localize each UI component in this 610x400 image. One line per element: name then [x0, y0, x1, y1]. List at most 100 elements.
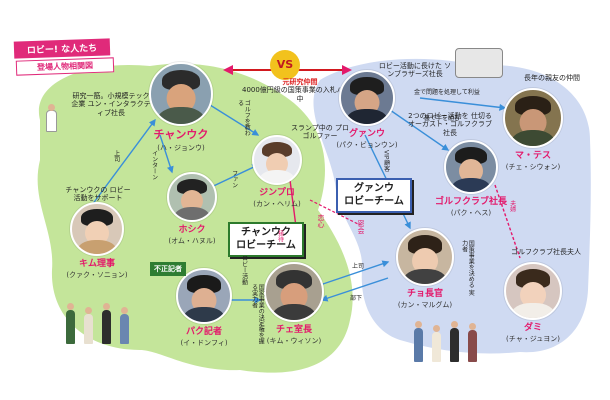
- park-actor: (イ・ドンフィ): [180, 339, 228, 347]
- character-jinpro: ジンプロ (カン・ヘリム): [245, 135, 309, 209]
- edge-label-park-choi: ロビー活動: [240, 255, 248, 285]
- edge-label-changuk-jin: ゴルフを教わる: [236, 100, 251, 136]
- cho-role: 国策事業を決める 実力者: [460, 240, 475, 296]
- mathes-role: 長年の親友の仲間: [520, 74, 584, 82]
- mathes-name: マ・テス: [514, 151, 551, 161]
- edge-changuk-jin: [209, 104, 260, 136]
- gwangu-role: ロビー活動に長けた ソンブラザーズ社長: [378, 62, 452, 79]
- changuk-role-text: 研究一筋。小規模テック企業 ユン・インタラクティブ社長: [71, 92, 151, 117]
- cho-photo: [396, 228, 454, 286]
- edge-label-kim-changuk: 上司: [112, 150, 120, 162]
- edge-label-jin-choi: 接待: [276, 230, 284, 242]
- gwangu-role-text: ロビー活動に長けた ソンブラザーズ社長: [378, 62, 452, 79]
- heart-label-b: 密会: [357, 220, 365, 234]
- changuk-role: 研究一筋。小規模テック企業 ユン・インタラクティブ社長: [70, 92, 152, 117]
- dami-name: ダミ: [523, 323, 542, 333]
- character-gwangu: グァンウ (パク・ビョンウン): [335, 70, 399, 150]
- heart-label-a: 恋心: [317, 214, 325, 228]
- character-changuk: チャンウク (ハ・ジョンウ): [143, 62, 219, 153]
- chart-title: ロビー! な人たち 登場人物相関図: [12, 38, 115, 80]
- edge-gwangu-golf: [389, 109, 450, 151]
- changuk-photo: [149, 62, 213, 126]
- hoshik-actor: (オム・ハヌル): [168, 237, 216, 245]
- golf-role: 2つのロビー活動を 仕切る オーガスト・ゴルフクラブ社長: [408, 112, 492, 137]
- bottom-right-group-illustration: [410, 318, 490, 362]
- edge-gwangu-mathes: [419, 97, 507, 111]
- park-role-badge: 不正記者: [150, 262, 186, 276]
- team-green-line2: ロビーチーム: [236, 239, 296, 251]
- edge-label-hoshik-jin: ファン: [230, 170, 238, 188]
- team-blue-label: グァンウ ロビーチーム: [336, 178, 412, 213]
- hoshik-name: ホシク: [178, 225, 206, 235]
- gwangu-name: グァンウ: [348, 129, 385, 139]
- kim-photo: [70, 202, 124, 256]
- kim-role: チャンウクの ロビー活動をサポート: [62, 186, 134, 203]
- edge-label-gwangu-golf: 裏で手を組む: [424, 115, 461, 122]
- jinpro-role: スランプ中の プロゴルファー: [290, 124, 350, 141]
- title-line-1: ロビー! な人たち: [13, 38, 111, 59]
- golfer-illustration: [38, 100, 68, 132]
- golf-photo: [444, 140, 498, 194]
- jinpro-actor: (カン・ヘリム): [253, 200, 301, 208]
- edge-changuk-hoshik: [159, 134, 174, 174]
- edge-kim-changuk: [91, 118, 156, 206]
- character-choi: チェ室長 (キム・ウィソン): [262, 262, 326, 346]
- character-hoshik: ホシク (オム・ハヌル): [160, 172, 224, 246]
- edge-label-cho-choi: 部下: [350, 295, 363, 302]
- edge-hearts: [309, 199, 361, 226]
- golf-actor: (パク・ヘス): [450, 209, 492, 217]
- edge-golf-dami: [494, 184, 521, 259]
- hoshik-photo: [167, 172, 217, 222]
- character-golf: ゴルフクラブ社長 (パク・ヘス): [428, 140, 514, 218]
- jinpro-photo: [252, 135, 302, 185]
- character-dami: ダミ (チャ・ジュヨン): [500, 262, 566, 344]
- vs-badge: VS: [270, 50, 300, 80]
- edge-label-gwangu-cho: VIP顧客: [382, 150, 390, 172]
- bottom-left-group-illustration: [62, 300, 132, 344]
- choi-role: 国家事業の決定権を握る実力者: [250, 284, 265, 344]
- character-cho: チョ長官 (カン・マルグム): [390, 228, 460, 310]
- jinpro-name: ジンプロ: [259, 188, 295, 198]
- character-mathes: マ・テス (チェ・シウォン): [500, 88, 566, 172]
- choi-actor: (キム・ウィソン): [266, 337, 322, 345]
- mathes-actor: (チェ・シウォン): [505, 163, 561, 171]
- kim-role-text: チャンウクの ロビー活動をサポート: [65, 186, 131, 203]
- vs-detail: 4000億円級の国策事業の入札バトル中: [241, 86, 359, 103]
- dami-photo: [504, 262, 562, 320]
- kim-actor: (クァク・ソニョン): [66, 271, 128, 279]
- vs-relation: 元研究仲間: [282, 78, 318, 86]
- mathes-photo: [503, 88, 563, 148]
- choi-name: チェ室長: [275, 325, 312, 335]
- dami-role: ゴルフクラブ社長夫人: [508, 248, 584, 256]
- golf-name: ゴルフクラブ社長: [434, 197, 507, 207]
- gwangu-photo: [339, 70, 395, 126]
- character-kim: キム理事 (クァク・ソニョン): [58, 202, 136, 280]
- jinpro-role-text: スランプ中の プロゴルファー: [290, 124, 349, 141]
- park-name: パク記者: [185, 327, 222, 337]
- vs-note: 元研究仲間 4000億円級の国策事業の入札バトル中: [240, 78, 360, 103]
- changuk-name: チャンウク: [153, 128, 209, 141]
- cho-actor: (カン・マルグム): [397, 301, 453, 309]
- edge-choi-cho: [319, 260, 390, 286]
- changuk-actor: (ハ・ジョンウ): [157, 144, 205, 152]
- mathes-role-text: 長年の親友の仲間: [524, 74, 580, 82]
- dami-role-text: ゴルフクラブ社長夫人: [511, 248, 581, 256]
- character-park: パク記者 (イ・ドンフィ): [172, 268, 236, 348]
- edge-label-changuk-hoshik: インターン: [150, 150, 158, 180]
- golf-cart-illustration: [455, 48, 503, 78]
- edge-label-golf-dami: 夫婦: [508, 200, 516, 212]
- golf-role-text: 2つのロビー活動を 仕切る オーガスト・ゴルフクラブ社長: [408, 112, 492, 137]
- choi-photo: [264, 262, 324, 322]
- gwangu-actor: (パク・ビョンウン): [336, 141, 398, 149]
- kim-name: キム理事: [78, 259, 115, 269]
- edge-label-choi-cho: 上司: [352, 263, 365, 270]
- park-photo: [176, 268, 232, 324]
- team-green-label: チャンウク ロビーチーム: [228, 222, 304, 257]
- team-green-line1: チャンウク: [241, 227, 291, 238]
- dami-actor: (チャ・ジュヨン): [506, 335, 560, 343]
- edge-label-gwangu-mathes: 金で問題を処理して利益: [414, 89, 480, 96]
- title-line-2: 登場人物相関図: [15, 57, 115, 76]
- team-blue-line1: グァンウ: [354, 183, 394, 194]
- edge-cho-choi: [320, 277, 389, 302]
